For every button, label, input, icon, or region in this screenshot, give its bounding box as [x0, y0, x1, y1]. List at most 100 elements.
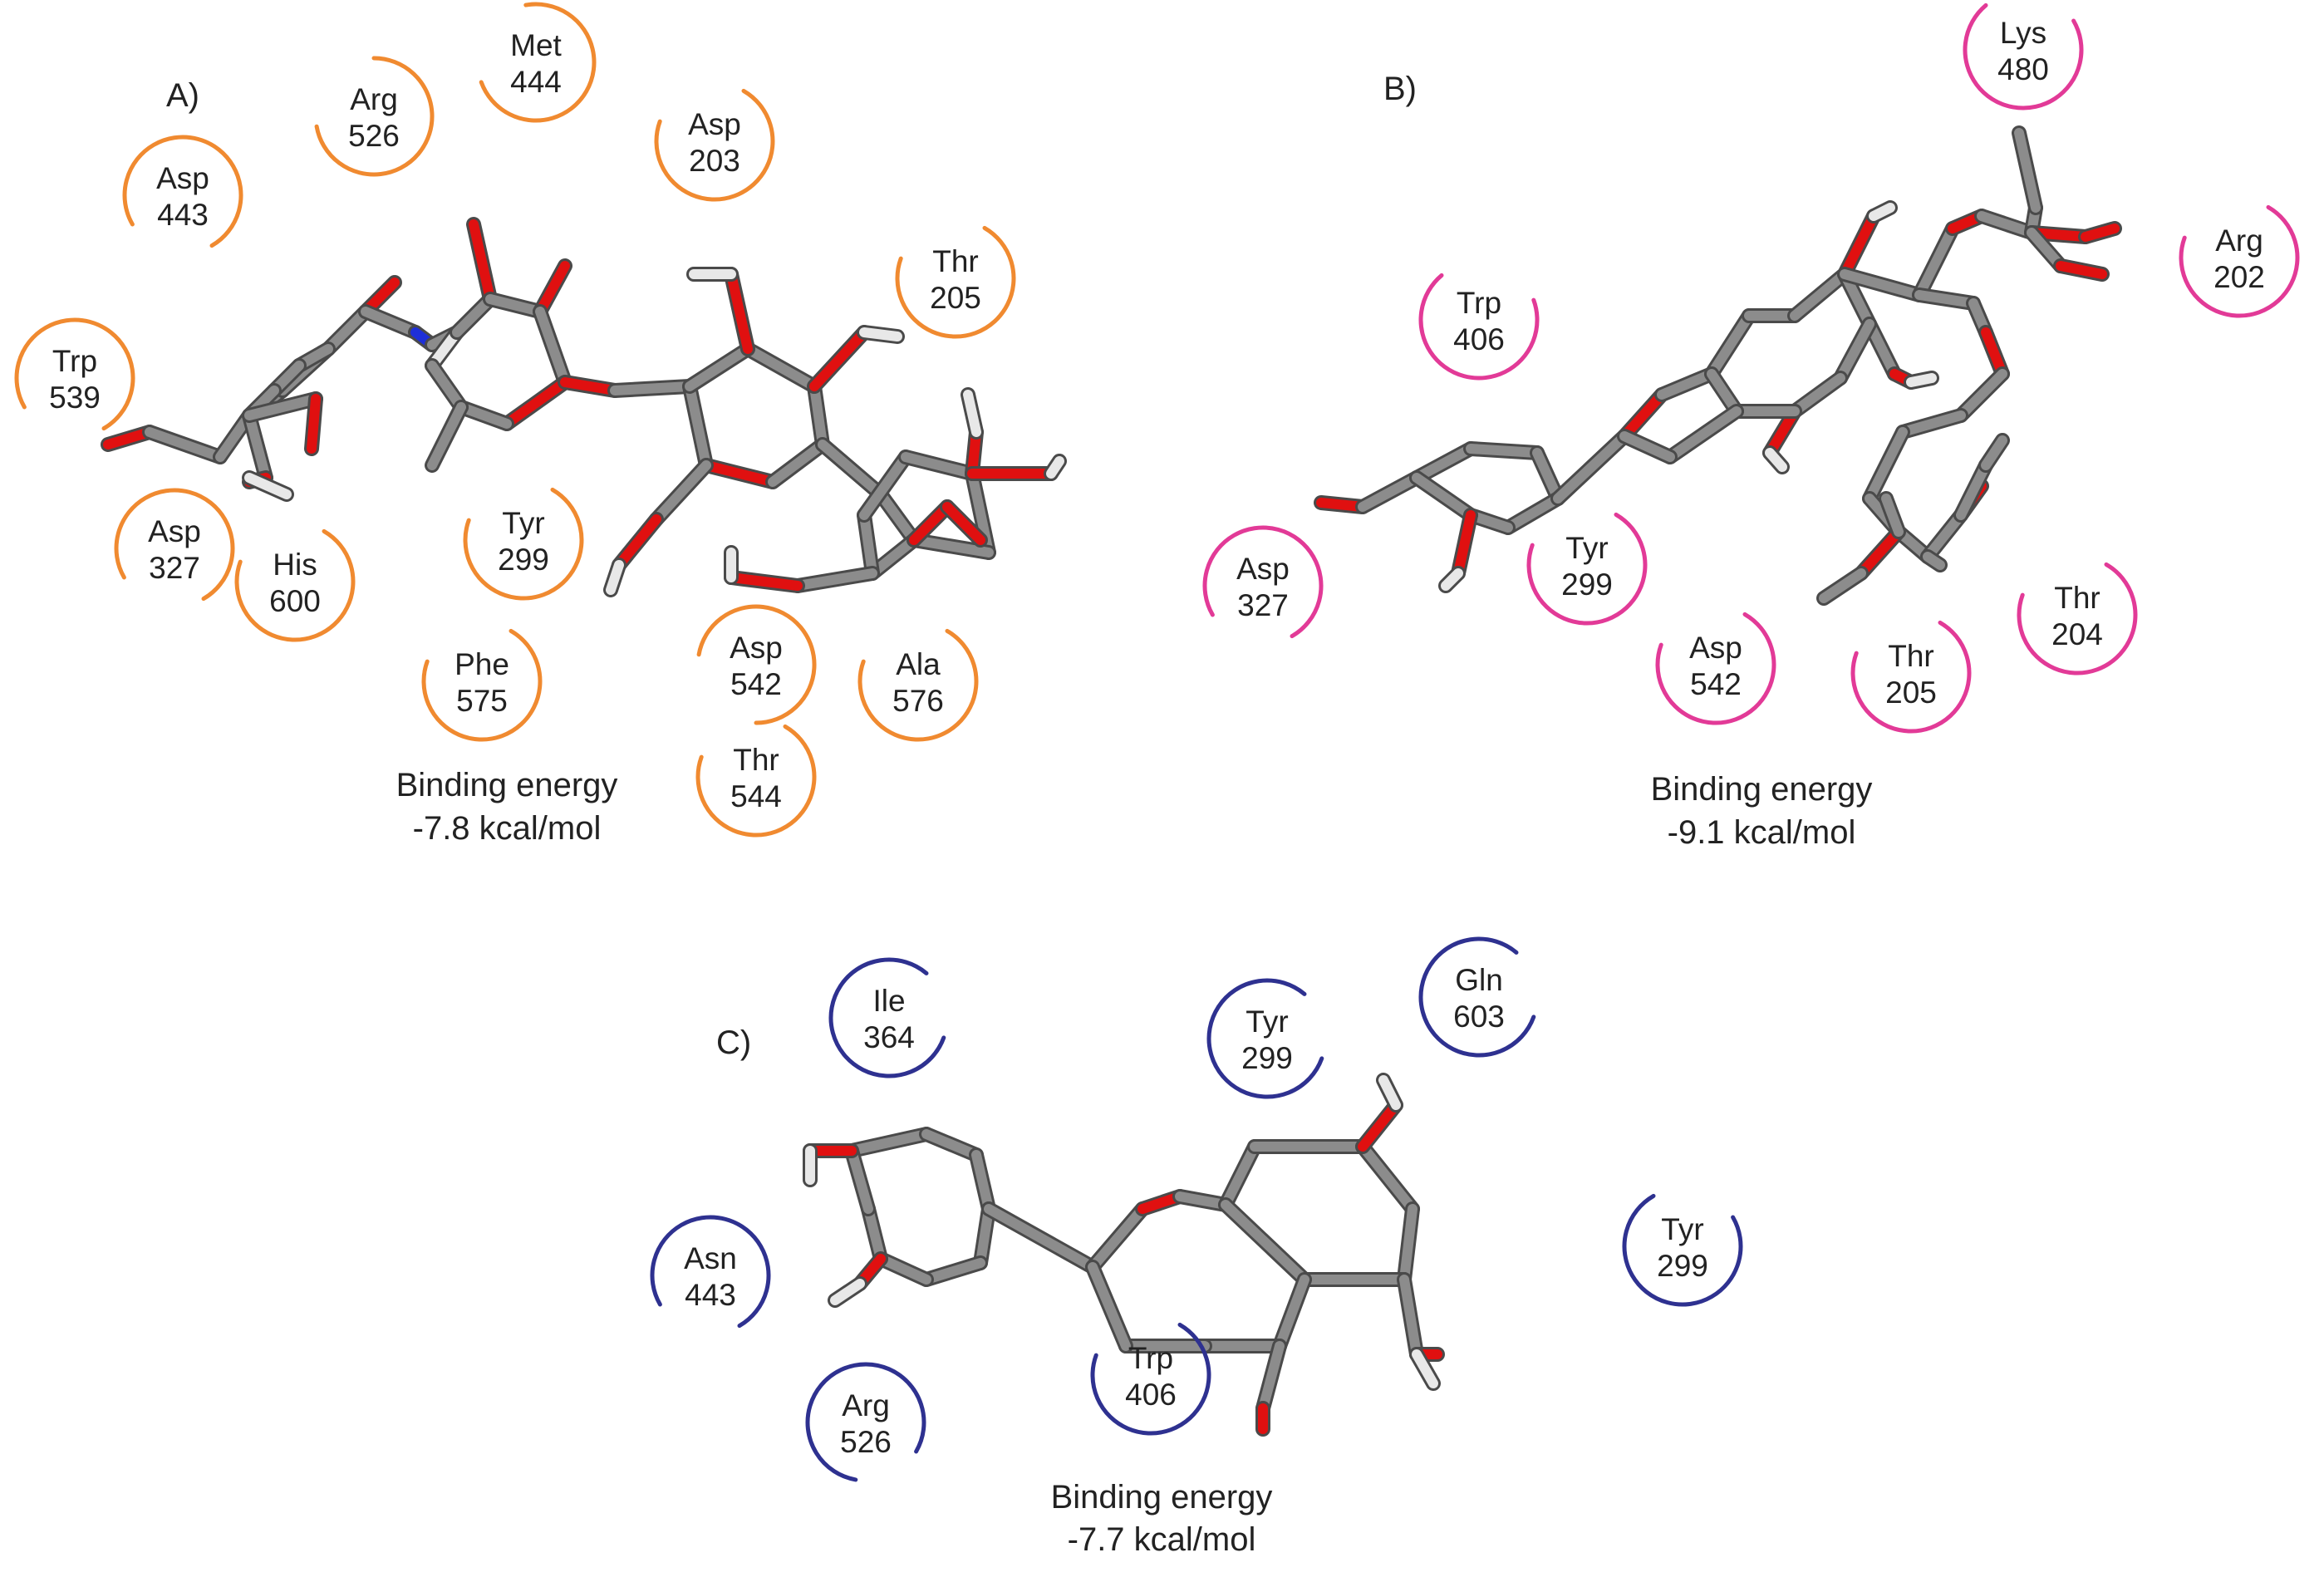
bond — [1707, 369, 1742, 416]
bond — [2081, 224, 2120, 242]
residue-number: 539 — [49, 381, 101, 415]
bond — [685, 381, 711, 470]
panel-b-energy-value: -9.1 kcal/mol — [1668, 814, 1856, 851]
bond — [1466, 444, 1542, 458]
residue-arc — [650, 1215, 771, 1329]
bond — [859, 510, 877, 578]
bond — [1532, 448, 1563, 504]
residue-number: 576 — [892, 684, 944, 718]
residue-number: 327 — [149, 551, 200, 585]
residue-number: 443 — [685, 1278, 736, 1312]
residue-name: Ile — [872, 984, 905, 1018]
bond — [1358, 473, 1422, 512]
bond — [1399, 1275, 1422, 1359]
bond — [809, 327, 869, 391]
bond — [1790, 269, 1850, 321]
residue-name: Arg — [350, 82, 398, 116]
residue-number: 202 — [2213, 260, 2265, 294]
bond — [1619, 431, 1675, 462]
panel-a-energy-value: -7.8 kcal/mol — [413, 810, 602, 847]
panel-a-energy-title: Binding energy — [396, 767, 618, 803]
bond — [685, 344, 753, 391]
bond — [1914, 290, 1978, 308]
panel-c-energy-title: Binding energy — [1051, 1479, 1273, 1516]
bond — [307, 394, 321, 454]
bond — [1221, 1142, 1260, 1210]
residue-name: Lys — [2000, 16, 2046, 50]
panel-c-label: C) — [716, 1024, 751, 1061]
bond — [1399, 1204, 1417, 1285]
bond — [809, 381, 828, 450]
residue-arc — [479, 2, 597, 123]
residue-name: Asp — [156, 161, 209, 195]
residue-arc — [828, 957, 946, 1078]
bond — [1981, 435, 2007, 470]
residue-name: Ala — [896, 647, 941, 681]
residue-arc — [122, 135, 243, 248]
bond — [867, 535, 919, 578]
bond — [1088, 1262, 1131, 1351]
bond — [1275, 1275, 1309, 1351]
residue-name: Asp — [688, 107, 741, 141]
bond — [876, 489, 919, 545]
residue-arc — [895, 225, 1016, 339]
bond — [1412, 444, 1476, 483]
bond — [876, 1254, 931, 1285]
bond — [1977, 211, 2037, 238]
bond — [863, 1204, 886, 1264]
bond — [560, 377, 620, 395]
residue-number: 299 — [1241, 1041, 1293, 1075]
residue-number: 299 — [498, 543, 549, 577]
bond — [651, 460, 711, 524]
bond — [1707, 311, 1754, 379]
residue-arc — [1655, 612, 1776, 725]
bond — [2056, 261, 2107, 279]
bond — [610, 381, 695, 395]
bond — [1914, 224, 1958, 300]
bond — [2014, 128, 2041, 213]
residue-number: 205 — [1885, 676, 1937, 710]
bond — [1865, 427, 1908, 504]
residue-name: Arg — [842, 1388, 890, 1422]
bond — [901, 452, 977, 479]
residue-number: 526 — [348, 119, 400, 153]
bond — [847, 1129, 931, 1156]
bond — [1503, 494, 1563, 533]
residue-number: 603 — [1453, 1000, 1505, 1034]
residue-name: Thr — [1888, 639, 1934, 673]
residue-arc — [1622, 1193, 1743, 1307]
residue-number: 204 — [2051, 617, 2103, 651]
residue-name: Thr — [932, 244, 979, 278]
bond — [1790, 373, 1845, 416]
bond — [244, 410, 271, 483]
residue-name: Tyr — [1565, 531, 1608, 565]
bond — [1956, 460, 1991, 520]
residue-number: 542 — [730, 667, 782, 701]
residue-arc — [463, 487, 584, 601]
residue-arc — [314, 56, 435, 177]
residue-number: 406 — [1453, 322, 1505, 356]
residue-arc — [234, 528, 356, 642]
bond — [1175, 1191, 1231, 1210]
residue-name: His — [273, 548, 317, 582]
bond — [535, 261, 570, 317]
bond — [921, 1129, 981, 1160]
residue-arc — [1963, 2, 2084, 111]
bond — [971, 1150, 994, 1214]
bond — [1358, 1100, 1401, 1152]
residue-arc — [14, 317, 135, 431]
